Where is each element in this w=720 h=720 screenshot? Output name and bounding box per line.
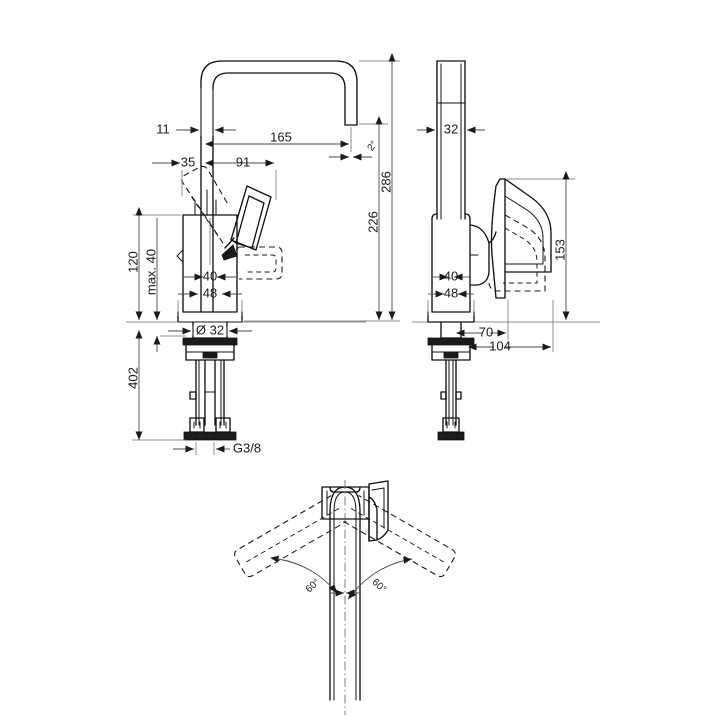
dim-label-s153: 153 <box>552 239 567 261</box>
dim-label-max40: max. 40 <box>143 249 158 295</box>
dim-label-t60b: 60° <box>370 577 389 595</box>
dim-label-226: 226 <box>365 211 380 233</box>
dim-label-35: 35 <box>181 154 195 169</box>
dim-label-s104: 104 <box>489 338 511 353</box>
dim-label-s32: 32 <box>444 121 458 136</box>
dim-label-s40: 40 <box>444 268 458 283</box>
dim-label-48: 48 <box>203 285 217 300</box>
side-elevation-dimensions: 32 40 48 153 70 104 <box>417 121 575 353</box>
dim-label-91: 91 <box>236 154 250 169</box>
dim-label-s70: 70 <box>479 324 493 339</box>
dim-label-120: 120 <box>125 251 140 273</box>
dim-label-g38: G3/8 <box>233 440 261 455</box>
side-elevation-geometry <box>412 60 600 441</box>
dim-label-286: 286 <box>378 171 393 193</box>
dim-label-s48: 48 <box>444 285 458 300</box>
dim-label-40: 40 <box>203 268 217 283</box>
dim-label-11: 11 <box>156 121 170 136</box>
dim-label-165: 165 <box>270 129 292 144</box>
dim-label-t60a: 60° <box>304 577 323 595</box>
front-elevation-dimensions: 11 165 2° 35 91 40 <box>125 53 400 455</box>
dim-label-402: 402 <box>125 367 140 389</box>
dim-label-dia32: Ø 32 <box>196 322 224 337</box>
top-plan-geometry <box>234 480 456 715</box>
dim-label-2deg: 2° <box>366 139 380 153</box>
front-elevation-geometry <box>126 60 366 441</box>
